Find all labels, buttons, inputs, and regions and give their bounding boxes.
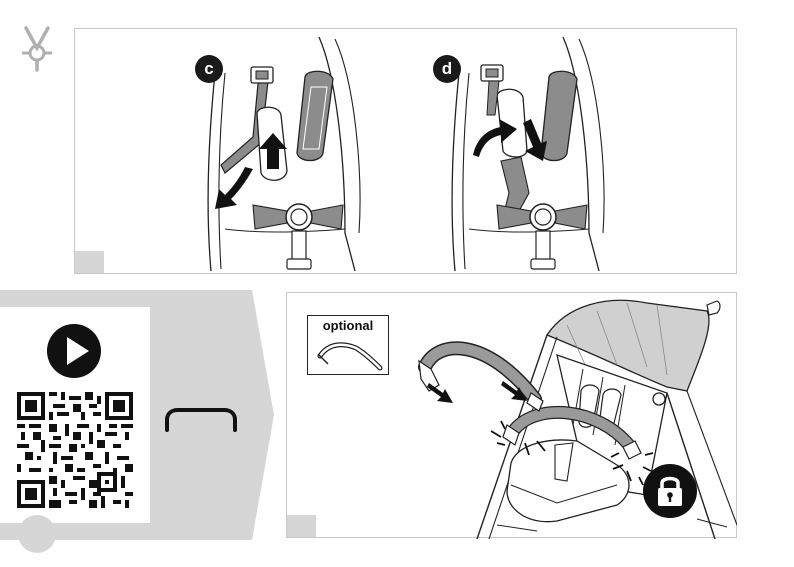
panel-corner-marker: [287, 515, 316, 537]
bumper-bar-icon: [162, 406, 240, 434]
padlock-icon: [642, 463, 698, 519]
harness-icon: [20, 26, 54, 72]
arrow-down-right-icon: [427, 379, 457, 407]
harness-steps-panel: c d: [74, 28, 737, 274]
bumper-bar-thumbnail: [312, 334, 386, 374]
bumper-install-panel: optional: [286, 292, 737, 538]
optional-accessory-box: optional: [307, 315, 389, 375]
play-icon[interactable]: [46, 323, 102, 379]
panel-corner-marker: [75, 251, 104, 273]
step-c-badge: c: [195, 55, 223, 83]
arrow-down-right-icon: [501, 377, 531, 405]
page-marker-circle: [18, 515, 56, 553]
step-c-illustration: [195, 33, 395, 271]
step-d-badge: d: [433, 55, 461, 83]
qr-code[interactable]: [17, 392, 133, 508]
optional-label: optional: [308, 318, 388, 333]
step-d-illustration: [439, 33, 639, 271]
